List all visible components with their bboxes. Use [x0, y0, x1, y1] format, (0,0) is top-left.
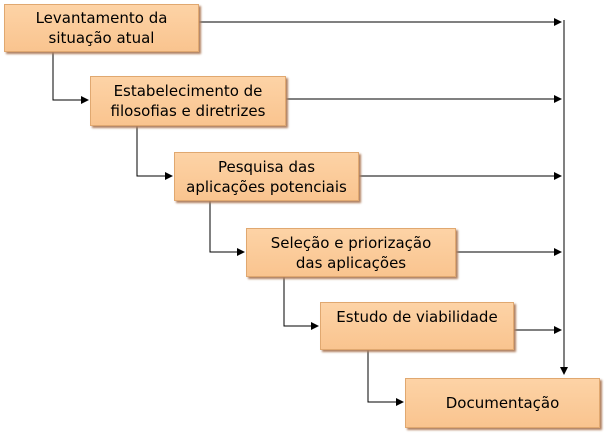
step-label: Estabelecimento de filosofias e diretriz…	[110, 82, 266, 120]
arrow-step3-to-step4	[209, 201, 245, 256]
step-label: Documentação	[445, 394, 560, 412]
step-box-6: Documentação	[405, 378, 600, 428]
step-box-5: Estudo de viabilidade	[320, 302, 514, 350]
step-label: Seleção e priorização das aplicações	[270, 233, 432, 272]
arrow-step1-to-step2	[52, 52, 89, 104]
step-box-1: Levantamento da situação atual	[4, 4, 199, 52]
arrow-step5-to-step6	[367, 350, 404, 406]
step-label: Pesquisa das aplicações potenciais	[186, 157, 347, 196]
step-box-3: Pesquisa das aplicações potenciais	[174, 152, 359, 201]
step-label: Estudo de viabilidade	[336, 308, 498, 326]
step-box-4: Seleção e priorização das aplicações	[246, 228, 456, 277]
arrow-step2-to-step3	[136, 126, 173, 180]
step-label: Levantamento da situação atual	[35, 9, 168, 47]
step-box-2: Estabelecimento de filosofias e diretriz…	[90, 76, 286, 126]
arrow-step4-to-step5	[283, 277, 319, 330]
